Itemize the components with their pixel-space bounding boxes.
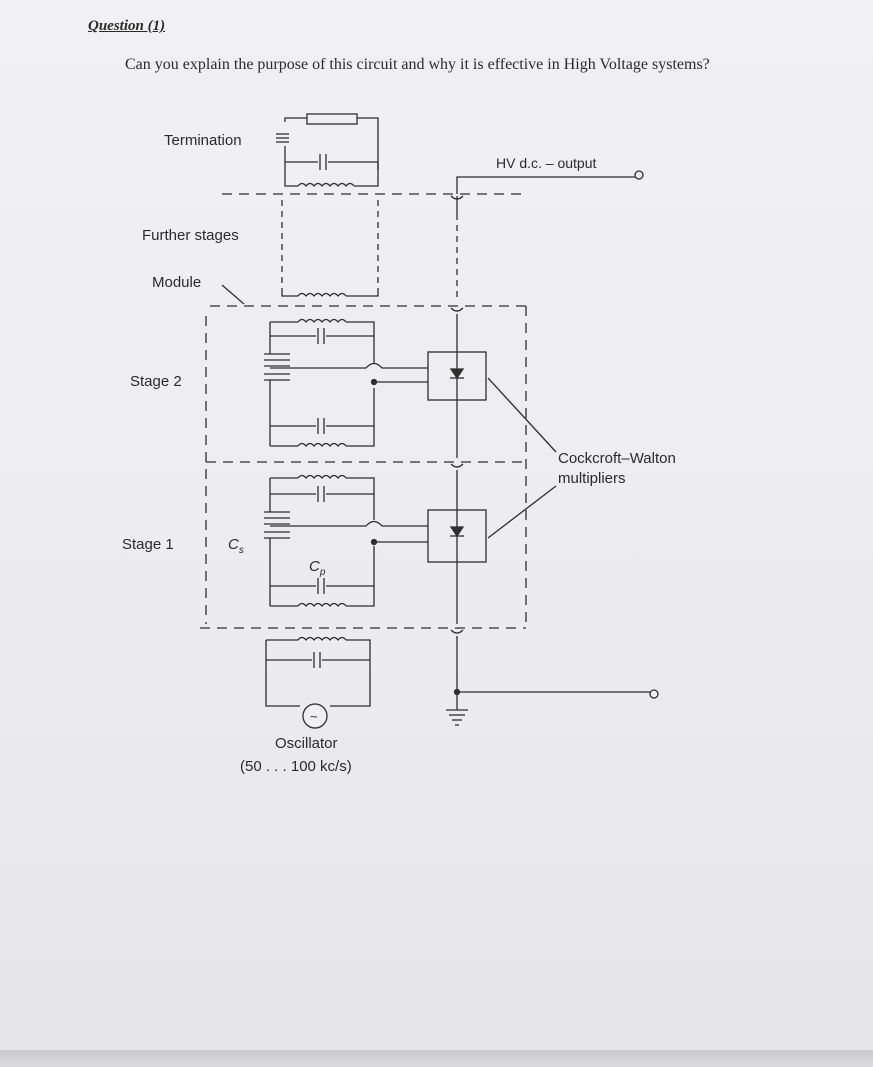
stage-1: Stage 1 Cs Cp xyxy=(122,474,487,608)
oscillator-frequency: (50 . . . 100 kc/s) xyxy=(240,758,352,775)
question-title: Question (1) xyxy=(88,18,166,34)
hv-output-label: HV d.c. – output xyxy=(496,155,597,171)
oscillator-unit: ~ Oscillator (50 . . . 100 kc/s) xyxy=(240,636,371,775)
cs-label: Cs xyxy=(228,536,244,556)
cw-label-line2: multipliers xyxy=(558,470,626,487)
stage1-label: Stage 1 xyxy=(122,536,174,553)
stage-2: Stage 2 xyxy=(130,318,487,448)
question-text: Can you explain the purpose of this circ… xyxy=(125,56,710,73)
module-label: Module xyxy=(152,274,201,291)
cw-label-line1: Cockcroft–Walton xyxy=(558,450,676,467)
hv-output: HV d.c. – output xyxy=(456,155,644,194)
further-stages-label: Further stages xyxy=(142,227,239,244)
oscillator-label: Oscillator xyxy=(275,735,338,752)
paper-edge xyxy=(0,1050,873,1067)
cw-multiplier-callout: Cockcroft–Walton multipliers xyxy=(487,377,676,539)
module-boundary xyxy=(200,305,527,629)
termination-label: Termination xyxy=(164,132,242,149)
ground-output xyxy=(446,688,659,726)
termination-unit: Termination xyxy=(164,113,379,188)
stage2-label: Stage 2 xyxy=(130,373,182,390)
cp-label: Cp xyxy=(309,558,326,578)
further-stages: Further stages xyxy=(142,200,379,298)
oscillator-symbol: ~ xyxy=(310,709,318,724)
